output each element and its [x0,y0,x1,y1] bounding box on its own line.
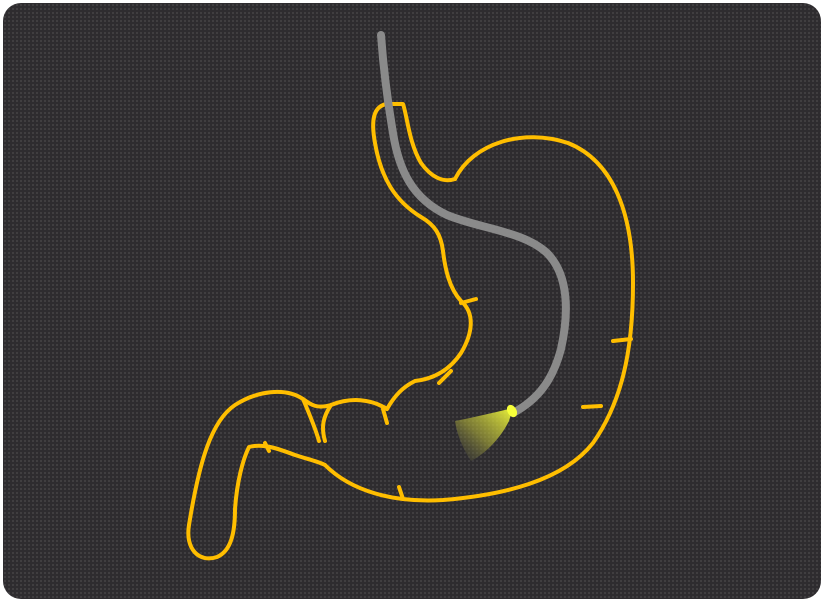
endoscope-tube-icon [381,35,566,413]
endoscope-beam [455,408,513,461]
esophagus-outline-icon [373,104,455,251]
stomach-fold-marks [383,299,631,499]
stomach-endoscopy-illustration [3,3,821,599]
illustration-panel [3,3,821,599]
duodenum-outline-icon [188,392,387,558]
